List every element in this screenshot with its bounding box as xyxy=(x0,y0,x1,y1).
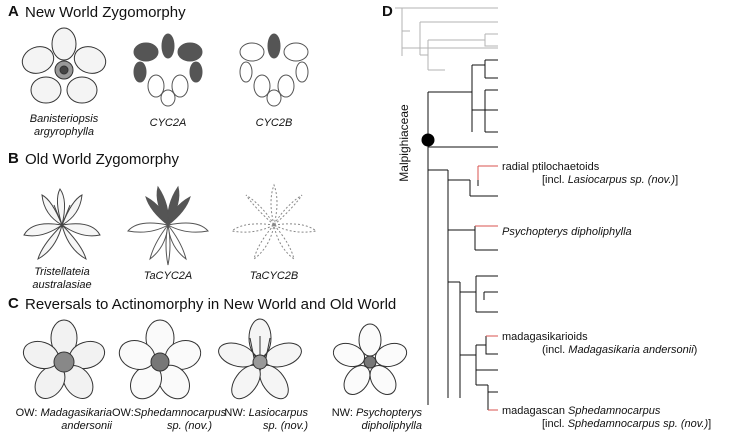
caption-ow-sphedamnocarpus: OW:Sphedamnocarpus sp. (nov.) xyxy=(112,407,227,432)
malpighiaceae-clade-label: Malpighiaceae xyxy=(397,104,411,182)
panel-b-title: Old World Zygomorphy xyxy=(25,151,179,168)
caption-tacyc2b: TaCYC2B xyxy=(249,270,299,282)
tristellateia-flower-illustration xyxy=(23,188,101,261)
tip-label-madagasikarioids: madagasikarioids (incl. Madagasikaria an… xyxy=(502,331,698,356)
caption-ow-madagasikaria: OW: Madagasikaria andersonii xyxy=(15,407,112,432)
tip-label-psychopterys: Psychopterys dipholiphylla xyxy=(502,226,632,238)
panel-b-letter: B xyxy=(8,150,19,167)
lasiocarpus-flower-illustration xyxy=(218,318,302,400)
tip-label-madagascan-sphedamnocarpus: madagascan Sphedamnocarpus [incl. Spheda… xyxy=(502,405,712,430)
tip-label-radial-ptilochaetoids: radial ptilochaetoids [incl. Lasiocarpus… xyxy=(502,161,679,186)
sphedamnocarpus-flower-illustration xyxy=(118,319,202,400)
caption-nw-lasiocarpus: NW: Lasiocarpus sp. (nov.) xyxy=(224,407,308,432)
madagasikaria-flower-illustration xyxy=(22,319,106,399)
panel-d-letter: D xyxy=(382,3,393,20)
caption-tacyc2a: TaCYC2A xyxy=(143,270,193,282)
outgroup-branches xyxy=(395,7,498,71)
psychopterys-flower-illustration xyxy=(332,323,408,395)
ingroup-branches xyxy=(427,59,498,410)
malpighiaceae-node-dot xyxy=(421,133,435,147)
tacyc2b-expression-diagram xyxy=(230,183,318,261)
phylogeny-tree xyxy=(395,7,498,411)
panel-c-letter: C xyxy=(8,295,19,312)
caption-cyc2b: CYC2B xyxy=(255,117,293,129)
tacyc2a-expression-diagram xyxy=(127,185,209,266)
panel-a-letter: A xyxy=(8,3,19,20)
caption-nw-psychopterys: NW: Psychopterys dipholiphylla xyxy=(331,407,422,432)
banisteriopsis-flower-illustration xyxy=(21,27,107,104)
panel-c-title: Reversals to Actinomorphy in New World a… xyxy=(25,296,397,313)
cyc2a-expression-diagram xyxy=(133,33,203,107)
highlighted-tip-branches xyxy=(475,165,498,411)
cyc2b-expression-diagram xyxy=(239,33,309,107)
caption-cyc2a: CYC2A xyxy=(149,117,187,129)
panel-a-title: New World Zygomorphy xyxy=(25,4,186,21)
